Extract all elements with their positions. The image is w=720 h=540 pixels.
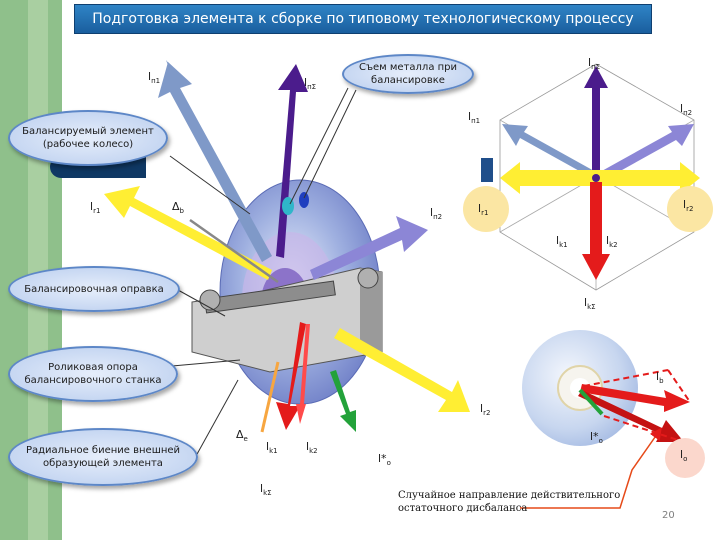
vector-delta-e: [260, 361, 280, 433]
label-lr1-left: lr1: [90, 200, 101, 216]
vector-lb-right: [580, 384, 690, 412]
roller-left: [199, 289, 221, 311]
leader-element: [169, 155, 251, 215]
label-lk1-left: lk1: [266, 440, 278, 456]
callout-radial-runout: Радиальное биение внешней образующей эле…: [8, 428, 198, 486]
leader-roller: [171, 359, 241, 367]
vector-lo-star-left: [330, 370, 356, 432]
dash-2: [667, 369, 691, 403]
note-random-direction: Случайное направление действительного ос…: [398, 490, 621, 514]
label-lr2-right: lr2: [683, 198, 694, 214]
vector-delta-b: [189, 218, 279, 284]
label-lnS-right: lпΣ: [588, 56, 601, 72]
lo-circle: [665, 438, 705, 478]
callout-roller-support: Роликовая опора балансировочного станка: [8, 346, 178, 402]
label-lk2-right: lk2: [606, 234, 618, 250]
vector-lk2-left: [296, 324, 310, 424]
label-lnS-left: lпΣ: [304, 76, 317, 92]
label-lr1-right: lr1: [478, 202, 489, 218]
decor-block-right: [481, 158, 493, 182]
vector-ln2-left: [310, 216, 428, 280]
vector-ln2-right: [600, 124, 694, 180]
vector-lr2-left: [334, 328, 470, 412]
callout-mandrel: Балансировочная оправка: [8, 266, 180, 312]
vector-lnS-right: [584, 66, 608, 176]
label-ln2-right: lп2: [680, 102, 693, 118]
label-ln1-right: lп1: [468, 110, 481, 126]
lr2-circle: [667, 186, 713, 232]
label-delta-b: Δb: [172, 200, 184, 216]
leader-metal-2: [303, 89, 357, 199]
label-lo-right: lo: [680, 448, 688, 464]
label-lb-right: lb: [656, 370, 664, 386]
label-ln2-left: lп2: [430, 206, 443, 222]
leader-runout: [195, 379, 239, 457]
vector-lk1-left: [276, 322, 306, 430]
roller-right: [357, 267, 379, 289]
page-number: 20: [662, 510, 675, 521]
vector-ln1-right: [502, 124, 596, 178]
vector-ln1-left-body: [158, 62, 272, 262]
roller-support-side: [360, 268, 382, 352]
label-delta-e: Δe: [236, 428, 248, 444]
dash-1: [583, 369, 669, 387]
callout-metal-removal: Съем металла при балансировке: [342, 54, 474, 94]
dash-3: [603, 415, 685, 443]
label-lk2-left: lk2: [306, 440, 318, 456]
callout-balanced-element: Балансируемый элемент (рабочее колесо): [8, 110, 168, 166]
vector-lo-star-right: [578, 388, 604, 416]
vector-lr1-left: [104, 186, 272, 280]
label-lkS-left: lkΣ: [260, 482, 272, 498]
label-ln1-left: lп1: [148, 70, 161, 86]
label-lo-star-right: l*o: [590, 430, 603, 446]
hex-center: [592, 174, 600, 182]
note-leader: [520, 427, 662, 509]
leader-metal-1: [289, 87, 349, 205]
metal-removal-spot-2: [299, 192, 309, 208]
vector-lk-right: [582, 182, 610, 280]
label-lk1-right: lk1: [556, 234, 568, 250]
slide-title: Подготовка элемента к сборке по типовому…: [74, 4, 652, 34]
label-lkS-right: lkΣ: [584, 296, 596, 312]
label-lr2-left: lr2: [480, 402, 491, 418]
lr1-circle: [463, 186, 509, 232]
label-lo-star-left: l*o: [378, 452, 391, 468]
leader-mandrel: [177, 289, 226, 317]
